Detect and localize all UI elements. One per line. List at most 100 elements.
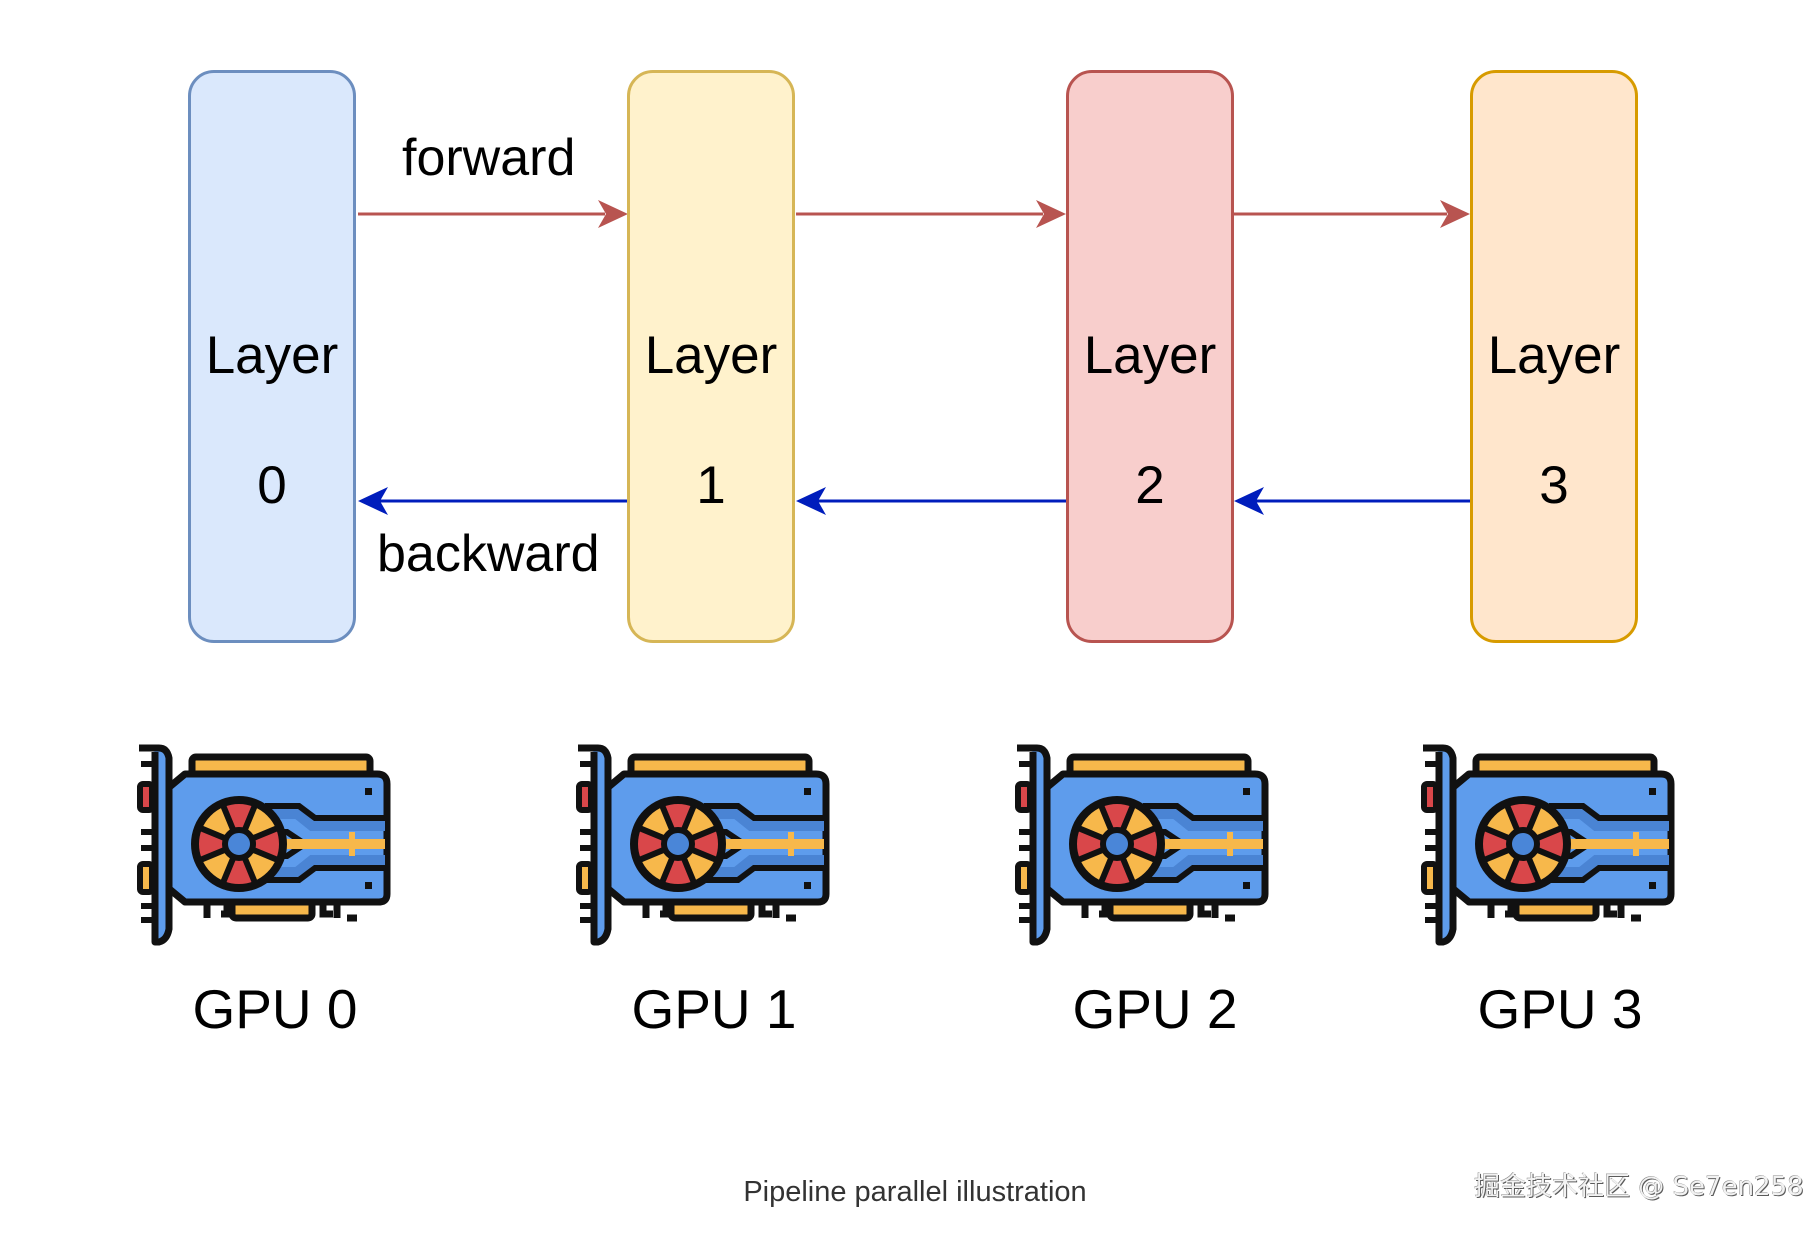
io-port-red [1015,781,1033,813]
layer-index: 0 [257,456,287,515]
gpu-label-2: GPU 2 [1072,978,1238,1040]
io-port-gold [1015,861,1033,895]
layer-box-1: Layer 1 [627,70,795,643]
fan-blade [1478,827,1523,861]
layer-title: Layer [644,326,778,385]
fan-blade [222,799,256,844]
fan-blade [1100,799,1134,844]
fan-icon [1069,796,1165,892]
bracket-ticks [141,761,155,923]
io-port-gold [576,861,594,895]
io-port-red [576,781,594,813]
gpu-card-svg [137,744,391,946]
fan-blade [633,827,678,861]
io-bracket [139,744,173,946]
layer-index: 2 [1135,456,1165,515]
gpu-card-svg [1421,744,1675,946]
gpu-card-icon [137,744,409,946]
backward-arrowhead-2-1 [796,487,826,515]
backward-edges [358,487,1470,515]
gpu-label-1: GPU 1 [631,978,797,1040]
io-port-gold [1421,861,1439,895]
pins [642,894,796,922]
fan-blade [678,827,723,861]
screw-hole [804,788,811,795]
bracket-ticks [1425,761,1439,923]
figure-caption: Pipeline parallel illustration [743,1176,1087,1208]
layer-title: Layer [1083,326,1217,385]
fan-blade [661,844,695,889]
traces-outline [1549,803,1669,883]
fan-blade [1072,827,1117,861]
gpu-label-0: GPU 0 [192,978,358,1040]
screw-hole [365,882,372,889]
traces-outline [265,803,385,883]
fan-icon [1475,796,1571,892]
fan-blade [1506,844,1540,889]
traces-blue [1145,809,1263,877]
screw-hole [1243,788,1250,795]
screw-hole [1649,788,1656,795]
forward-arrowhead-0-1 [598,200,628,228]
screw-hole [1243,882,1250,889]
io-port-gold [137,861,155,895]
pins [1487,894,1641,922]
backward-arrowhead-1-0 [358,487,388,515]
forward-arrowhead-2-3 [1440,200,1470,228]
fan-icon [630,796,726,892]
watermark: 掘金技术社区 @ Se7en258 [1474,1172,1804,1202]
gpu-card-svg [576,744,830,946]
fan-blade [222,844,256,889]
forward-arrowhead-1-2 [1036,200,1066,228]
screw-hole [804,882,811,889]
fan-hub [1506,827,1540,861]
traces-outline [1143,803,1263,883]
fan-blade [194,827,239,861]
fan-rim [630,796,726,892]
bracket-ticks [1019,761,1033,923]
fan-blade [1506,799,1540,844]
traces-outline [704,803,824,883]
gpu-card-icon [576,744,848,946]
forward-edges [358,200,1470,228]
io-bracket [1423,744,1457,946]
traces-blue [706,809,824,877]
fan-hub [661,827,695,861]
fan-icon [191,796,287,892]
gpu-card-svg [1015,744,1269,946]
io-bracket [578,744,612,946]
backward-label: backward [377,525,600,583]
fan-blade [1117,827,1162,861]
layer-box-3: Layer 3 [1470,70,1638,643]
fan-rim [1069,796,1165,892]
traces-blue [1551,809,1669,877]
gpu-card-icon [1421,744,1693,946]
layer-box-2: Layer 2 [1066,70,1234,643]
fan-hub [1100,827,1134,861]
screw-hole [365,788,372,795]
io-bracket [1017,744,1051,946]
screw-hole [1649,882,1656,889]
bracket-ticks [580,761,594,923]
io-port-red [137,781,155,813]
layer-index: 3 [1539,456,1569,515]
pins [203,894,357,922]
fan-blade [1100,844,1134,889]
fan-blade [661,799,695,844]
layer-index: 1 [696,456,726,515]
layer-box-0: Layer 0 [188,70,356,643]
layer-title: Layer [205,326,339,385]
backward-arrowhead-3-2 [1234,487,1264,515]
forward-label: forward [402,129,576,187]
fan-rim [1475,796,1571,892]
fan-blade [239,827,284,861]
pins [1081,894,1235,922]
io-port-red [1421,781,1439,813]
gpu-label-3: GPU 3 [1477,978,1643,1040]
fan-blade [1523,827,1568,861]
traces-blue [267,809,385,877]
gpu-card-icon [1015,744,1287,946]
fan-rim [191,796,287,892]
